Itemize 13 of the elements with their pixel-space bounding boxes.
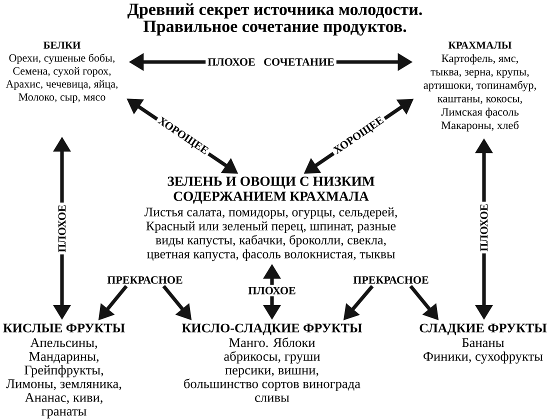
label-text: ПРЕКРАСНОЕ: [107, 276, 182, 284]
edge-label: ПЛОХОЕ: [478, 202, 490, 254]
food-group-text: КРАХМАЛЫ Картофель, ямс, тыква, зерна, крупы, артишоки, топинамбур, каштаны, кокосы, Лимская фасоль Макароны, хлеб: [424, 42, 536, 132]
label-text: ПРЕКРАСНОЕ: [353, 276, 428, 284]
edge-label: ПЛОХОЕ: [56, 202, 68, 254]
edge-label: ПЛОХОЕ: [246, 284, 298, 296]
title: Древний секрет источника молодости. Правильное сочетание продуктов.: [127, 3, 422, 36]
food-group-text: ЗЕЛЕНЬ И ОВОЩИ С НИЗКИМ СОДЕРЖАНИЕМ КРАХМАЛА Листья салата, помидоры, огурцы, сельдерей, Красный или зеленый перец, шпинат, разные виды капусты, кабачки, броколли, свекла, цветная капуста, фасоль волокнистая, тыквы: [144, 176, 397, 262]
edge-label: ПЛОХОЕ СОЧЕТАНИЕ: [206, 56, 336, 68]
food-group-text: СЛАДКИЕ ФРУКТЫ Бананы Финики, сухофрукты: [420, 324, 547, 364]
food-group-text: КИСЛО-СЛАДКИЕ ФРУКТЫ Манго. Яблоки абрикосы, груши персики, вишни, большинство сортов винограда сливы: [182, 324, 362, 402]
food-group-text: КИСЛЫЕ ФРУКТЫ Апельсины, Мандарины, Грейпфрукты, Лимоны, земляника, Ананас, киви, гранаты: [3, 324, 125, 418]
food-group-text: БЕЛКИ Орехи, сушеные бобы, Семена, сухой горох, Арахис, чечевица, яйца, Молоко, сыр, мясо: [6, 42, 118, 103]
